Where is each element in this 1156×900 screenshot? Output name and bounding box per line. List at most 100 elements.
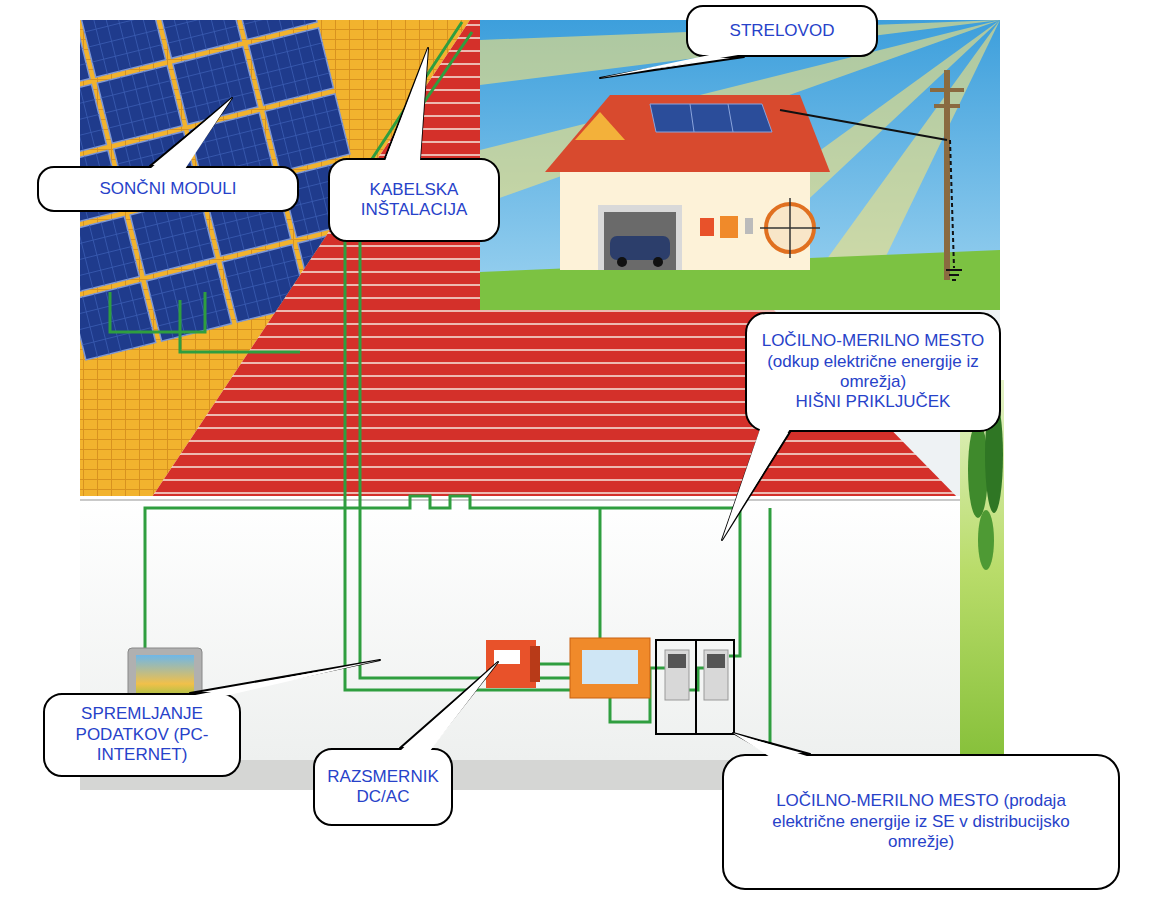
solar-modules — [217, 224, 287, 241]
solar-modules — [33, 99, 48, 159]
callout-box — [746, 313, 1000, 431]
solar-modules — [168, 0, 183, 55]
callout-bubble: RAZSMERNIK DC/AC — [313, 748, 453, 826]
solar-modules — [154, 294, 224, 311]
inset-picture — [720, 216, 738, 238]
solar-modules — [305, 256, 375, 273]
solar-modules — [5, 0, 383, 360]
cable-installation — [180, 300, 300, 352]
inset-picture — [575, 112, 625, 140]
solar-modules — [40, 27, 55, 87]
callout-text: HIŠNI PRIKLJUČEK — [796, 392, 951, 412]
cable-installation — [110, 22, 770, 760]
solar-modules — [290, 0, 305, 25]
callout-text: LOČILNO-MERILNO MESTO (odkup električne … — [751, 331, 995, 392]
callout-tail-join — [190, 660, 380, 696]
house-background — [968, 422, 988, 518]
solar-modules — [243, 7, 313, 24]
solar-modules — [54, 216, 139, 294]
callout-content: LOČILNO-MERILNO MESTO (odkup električne … — [745, 312, 1001, 432]
inset-picture — [950, 140, 954, 268]
cable-installation — [110, 292, 205, 332]
devices — [696, 640, 734, 734]
callout-content: SPREMLJANJE PODATKOV (PC-INTERNET) — [43, 693, 241, 777]
solar-modules — [150, 279, 220, 296]
solar-modules — [276, 139, 346, 156]
solar-modules — [265, 94, 350, 172]
callout-bubble: SONČNI MODULI — [37, 166, 299, 212]
solar-modules — [5, 18, 90, 96]
solar-modules — [252, 43, 322, 60]
solar-modules — [33, 130, 103, 147]
inset-picture — [949, 274, 959, 276]
devices — [656, 640, 696, 734]
inset-picture — [650, 104, 772, 132]
solar-modules — [215, 0, 230, 44]
solar-modules — [141, 243, 211, 260]
solar-modules — [147, 263, 232, 341]
cable-installation — [145, 496, 740, 656]
solar-modules — [138, 228, 208, 245]
solar-modules — [267, 0, 282, 31]
solar-modules — [97, 66, 182, 144]
inset-picture — [545, 95, 830, 172]
solar-modules — [63, 21, 78, 81]
solar-modules — [85, 15, 155, 32]
devices — [707, 654, 725, 668]
callout-content: KABELSKA INŠTALACIJA — [328, 158, 500, 242]
callout-text: SPREMLJANJE PODATKOV (PC-INTERNET) — [51, 704, 233, 765]
solar-modules — [203, 0, 218, 47]
solar-modules — [177, 62, 247, 79]
solar-modules — [22, 84, 107, 162]
callout-text: KABELSKA INŠTALACIJA — [336, 180, 492, 221]
solar-modules — [62, 246, 132, 263]
inset-picture — [480, 20, 1000, 310]
house-background — [978, 510, 994, 570]
solar-modules — [28, 30, 43, 90]
solar-modules — [230, 275, 300, 292]
inset-picture — [952, 279, 956, 281]
solar-modules — [92, 45, 162, 62]
solar-modules — [71, 282, 156, 360]
devices — [530, 646, 540, 682]
callout-text: LOČILNO-MERILNO MESTO (prodaja električn… — [772, 791, 1070, 852]
callout-bubble: LOČILNO-MERILNO MESTO (prodaja električn… — [722, 754, 1120, 890]
solar-modules — [160, 0, 230, 13]
solar-modules — [197, 143, 267, 160]
solar-modules — [240, 0, 310, 9]
solar-modules — [58, 231, 128, 248]
inset-picture — [728, 104, 733, 132]
solar-modules — [222, 245, 307, 323]
solar-modules — [16, 64, 86, 81]
inset-picture — [610, 236, 670, 260]
callout-tail-join — [600, 54, 744, 78]
callout-bubble: STRELOVOD — [686, 5, 878, 57]
solar-modules — [255, 0, 270, 34]
callout-tail — [400, 662, 498, 748]
callout-tail-join — [400, 662, 498, 751]
callout-tail-join — [722, 429, 790, 540]
callout-box — [723, 755, 1119, 889]
inset-picture — [480, 20, 1000, 310]
solar-modules — [9, 33, 79, 50]
inset-picture — [653, 257, 663, 267]
callout-box — [38, 167, 298, 211]
solar-modules — [56, 93, 71, 153]
cable-installation — [535, 663, 570, 666]
solar-modules — [260, 73, 330, 90]
inset-picture — [745, 218, 753, 234]
callout-tail — [190, 660, 380, 693]
solar-modules — [101, 81, 171, 98]
callout-content: STRELOVOD — [686, 5, 878, 57]
solar-modules — [13, 49, 83, 66]
solar-modules — [52, 24, 67, 84]
solar-modules — [66, 261, 136, 278]
solar-modules — [81, 0, 166, 77]
devices — [486, 640, 536, 688]
callout-box — [44, 694, 240, 776]
inset-picture — [604, 212, 676, 270]
devices — [704, 650, 728, 700]
solar-modules — [108, 111, 178, 128]
cable-installation — [360, 32, 570, 678]
